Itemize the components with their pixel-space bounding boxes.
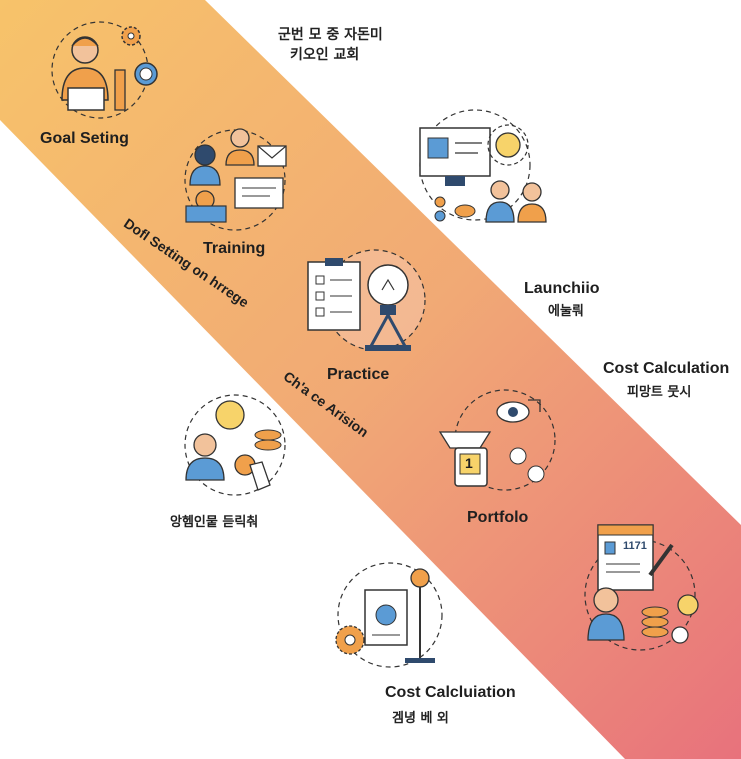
monitor-text: 1171: [623, 540, 647, 552]
badge-number: 1: [465, 455, 473, 471]
team-computer-illustration: [419, 109, 547, 223]
practice-label: Practice: [327, 366, 390, 383]
cost-right-label: Cost Calculation: [603, 360, 730, 377]
cost-calculation-illustration: [335, 562, 443, 668]
report-illustration: [584, 524, 699, 651]
practice-illustration: [307, 249, 426, 351]
cost-bottom-ko-label: 겜녕 베 외: [392, 711, 449, 726]
left-ko-label: 앙헴인뭍 듣릭춰: [170, 515, 259, 530]
person-coins-illustration: [184, 394, 286, 496]
launch-label: Launchiio: [524, 280, 600, 297]
goal-setting-illustration: [51, 21, 158, 119]
cost-right-ko-label: 피망트 뭇시: [627, 385, 692, 400]
training-label: Training: [203, 240, 266, 257]
goal-setting-label: Goal Seting: [40, 130, 129, 147]
portfolio-illustration: [438, 389, 556, 491]
header-line-1: 군번 모 중 자돈미: [278, 27, 383, 43]
launch-ko-label: 에눌뤄: [548, 304, 584, 319]
training-illustration: [184, 128, 287, 231]
cost-bottom-label: Cost Calcluiation: [385, 684, 516, 701]
portfolio-label: Portfolo: [467, 509, 529, 526]
header-line-2: 키오인 교회: [290, 47, 360, 63]
